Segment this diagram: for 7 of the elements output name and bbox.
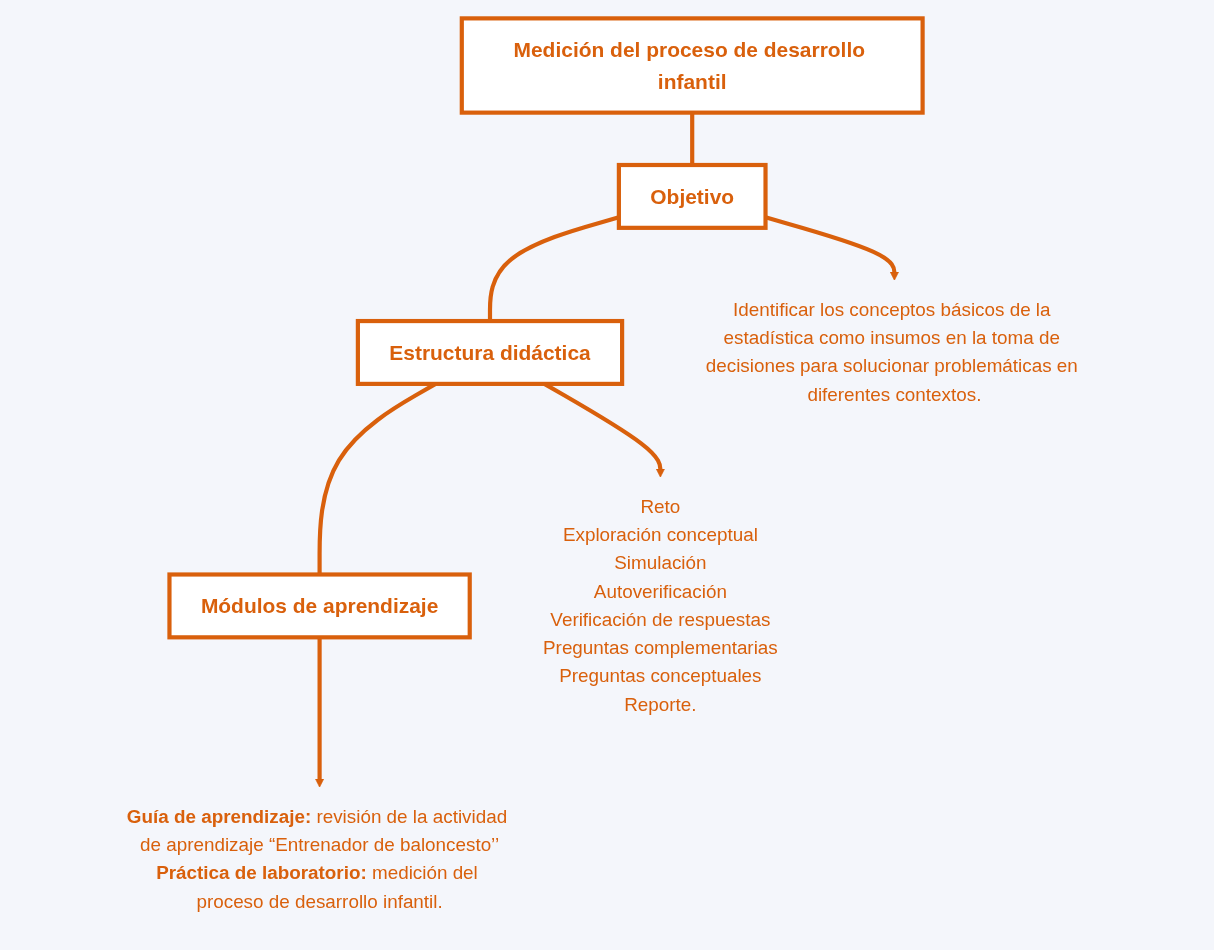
node-box: Módulos de aprendizaje	[167, 572, 472, 640]
node-text: Guía de aprendizaje: revisión de la actividad de aprendizaje “Entrenador de baloncesto’’ Práctica de laboratorio: medición del proceso de desarrollo infantil.	[126, 805, 508, 912]
node-box: Medición del proceso de desarrollo infantil	[459, 16, 925, 115]
node-box: Objetivo	[616, 162, 768, 230]
node-box: Estructura didáctica	[355, 318, 625, 386]
node-text: Reto Exploración conceptual Simulación Autoverificación Verificación de respuestas Preguntas complementarias Preguntas conceptuales Reporte.	[543, 495, 778, 715]
node-text: Identificar los conceptos básicos de la estadística como insumos en la toma de decisiones para solucionar problemáticas en diferentes contextos.	[705, 299, 1078, 405]
